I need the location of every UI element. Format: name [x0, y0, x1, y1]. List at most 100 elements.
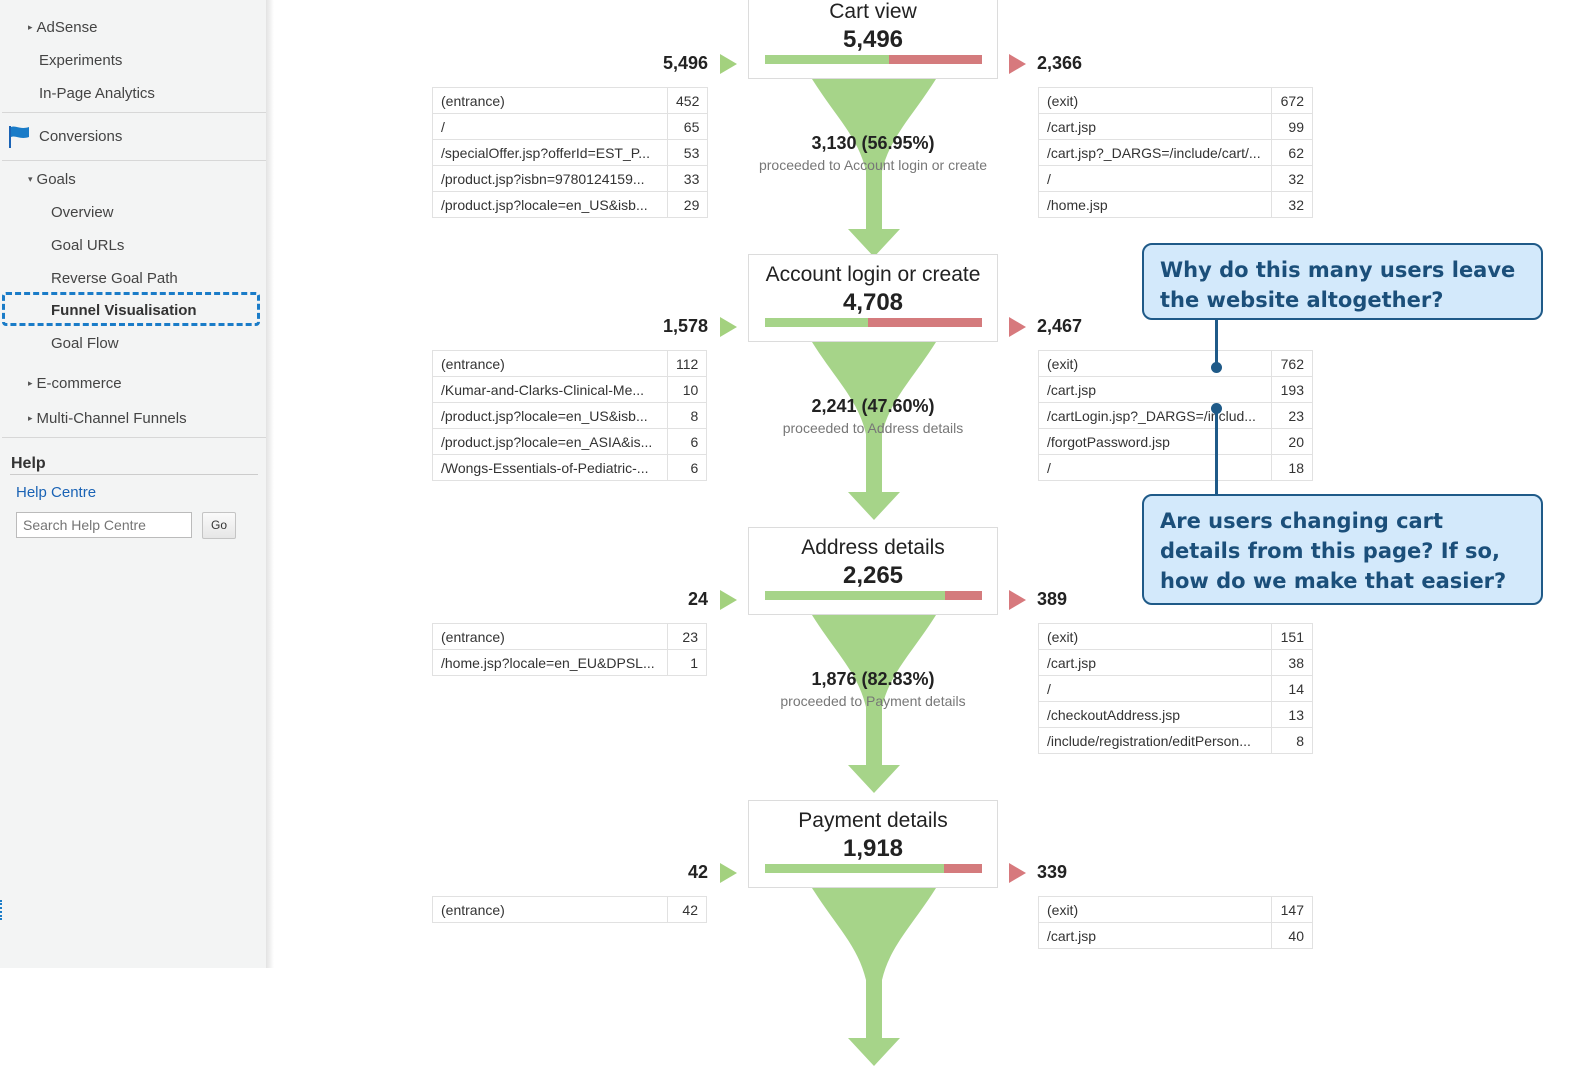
- page-path[interactable]: (exit): [1038, 623, 1272, 650]
- table-row: /home.jsp?locale=en_EU&DPSL... 1: [432, 649, 707, 676]
- page-count: 147: [1271, 896, 1313, 923]
- sidebar-item-funnel-visualisation[interactable]: Funnel Visualisation: [51, 302, 197, 319]
- page-count: 13: [1271, 701, 1313, 728]
- sidebar-item-e-commerce[interactable]: ▸E-commerce: [28, 375, 122, 392]
- table-row: /Kumar-and-Clarks-Clinical-Me... 10: [432, 376, 708, 403]
- entrance-count: 42: [687, 862, 708, 882]
- page-count: 42: [667, 896, 707, 923]
- proceeded-description: proceeded to Account login or create: [758, 157, 988, 173]
- page-path[interactable]: /: [1038, 675, 1272, 702]
- page-path[interactable]: /forgotPassword.jsp: [1038, 428, 1272, 455]
- funnel-step[interactable]: Address details 2,265: [748, 527, 998, 615]
- page-path[interactable]: /Kumar-and-Clarks-Clinical-Me...: [432, 376, 668, 403]
- exit-count: 339: [1037, 862, 1068, 882]
- sidebar-item-goals[interactable]: ▾Goals: [28, 171, 76, 188]
- page-count: 99: [1271, 113, 1313, 140]
- page-path[interactable]: /cart.jsp?_DARGS=/include/cart/...: [1038, 139, 1272, 166]
- page-path[interactable]: /home.jsp: [1038, 191, 1272, 218]
- page-path[interactable]: /cartLogin.jsp?_DARGS=/includ...: [1038, 402, 1272, 429]
- page-count: 62: [1271, 139, 1313, 166]
- table-row: /product.jsp?isbn=9780124159... 33: [432, 165, 709, 192]
- table-row: /cartLogin.jsp?_DARGS=/includ... 23: [1038, 402, 1313, 429]
- flag-icon: [9, 126, 29, 148]
- page-count: 65: [666, 113, 709, 140]
- page-path[interactable]: (entrance): [432, 87, 668, 114]
- page-count: 10: [666, 376, 708, 403]
- page-path[interactable]: (exit): [1038, 896, 1272, 923]
- step-title: Payment details: [798, 809, 948, 832]
- page-path[interactable]: /: [1038, 165, 1272, 192]
- page-path[interactable]: /product.jsp?locale=en_US&isb...: [432, 402, 668, 429]
- funnel-step[interactable]: Payment details 1,918: [748, 800, 998, 888]
- exit-table: (exit) 762 /cart.jsp 193 /cartLogin.jsp?…: [1038, 350, 1313, 481]
- funnel-step[interactable]: Account login or create 4,708: [748, 254, 998, 342]
- proceeded-description: proceeded to Payment details: [780, 693, 966, 709]
- entrance-arrow-icon: [720, 863, 737, 883]
- sidebar-item-reverse-goal-path[interactable]: Reverse Goal Path: [51, 270, 178, 287]
- exit-count: 389: [1037, 589, 1068, 609]
- page-count: 151: [1271, 623, 1313, 650]
- sidebar-item-overview[interactable]: Overview: [51, 204, 114, 221]
- sidebar-item-experiments[interactable]: Experiments: [39, 52, 123, 69]
- page-path[interactable]: /product.jsp?isbn=9780124159...: [432, 165, 668, 192]
- divider: [10, 474, 258, 475]
- sidebar-shadow: [266, 0, 274, 968]
- funnel-step[interactable]: Cart view 5,496: [748, 0, 998, 79]
- conversion-bar-fill: [765, 318, 869, 327]
- sidebar-item-multi-channel-funnels[interactable]: ▸Multi-Channel Funnels: [28, 410, 187, 427]
- sidebar-item-conversions[interactable]: Conversions: [39, 128, 123, 145]
- decorative-edge: [0, 900, 5, 920]
- page-path[interactable]: /cart.jsp: [1038, 922, 1272, 949]
- help-centre-link[interactable]: Help Centre: [16, 484, 97, 501]
- page-path[interactable]: /: [432, 113, 668, 140]
- exit-count: 2,366: [1037, 53, 1083, 73]
- proceeded-percentage: 1,876 (82.83%): [811, 669, 935, 689]
- table-row: (exit) 672: [1038, 87, 1313, 114]
- conversion-bar-fill: [765, 864, 944, 873]
- page-path[interactable]: /specialOffer.jsp?offerId=EST_P...: [432, 139, 668, 166]
- table-row: (entrance) 42: [432, 896, 707, 923]
- page-path[interactable]: /cart.jsp: [1038, 376, 1272, 403]
- page-path[interactable]: /product.jsp?locale=en_ASIA&is...: [432, 428, 668, 455]
- exit-table: (exit) 672 /cart.jsp 99 /cart.jsp?_DARGS…: [1038, 87, 1313, 218]
- page-count: 8: [666, 402, 708, 429]
- proceeded-description: proceeded to Address details: [782, 420, 964, 436]
- sidebar-item-goal-flow[interactable]: Goal Flow: [51, 335, 119, 352]
- callout-connector: [1215, 409, 1218, 495]
- sidebar-item-goal-urls[interactable]: Goal URLs: [51, 237, 125, 254]
- entrance-count: 1,578: [662, 316, 708, 336]
- page-path[interactable]: (exit): [1038, 350, 1272, 377]
- entrance-arrow-icon: [720, 317, 737, 337]
- table-row: (exit) 151: [1038, 623, 1313, 650]
- search-help-input[interactable]: [16, 512, 192, 538]
- page-path[interactable]: (entrance): [432, 350, 668, 377]
- sidebar-item-in-page-analytics[interactable]: In-Page Analytics: [39, 85, 155, 102]
- entrance-table: (entrance) 452 / 65 /specialOffer.jsp?of…: [432, 87, 709, 218]
- page-count: 452: [666, 87, 709, 114]
- page-count: 33: [666, 165, 709, 192]
- help-heading: Help: [11, 455, 46, 472]
- table-row: /home.jsp 32: [1038, 191, 1313, 218]
- table-row: /forgotPassword.jsp 20: [1038, 428, 1313, 455]
- entrance-arrow-icon: [720, 54, 737, 74]
- divider: [2, 160, 266, 161]
- table-row: / 18: [1038, 454, 1313, 481]
- page-path[interactable]: (entrance): [432, 896, 668, 923]
- page-path[interactable]: /cart.jsp: [1038, 649, 1272, 676]
- page-path[interactable]: /home.jsp?locale=en_EU&DPSL...: [432, 649, 668, 676]
- page-path[interactable]: /include/registration/editPerson...: [1038, 727, 1272, 754]
- page-count: 18: [1271, 454, 1313, 481]
- page-path[interactable]: /cart.jsp: [1038, 113, 1272, 140]
- page-path[interactable]: /Wongs-Essentials-of-Pediatric-...: [432, 454, 668, 481]
- sidebar-item-adsense[interactable]: ▸AdSense: [28, 19, 98, 36]
- conversion-bar: [765, 318, 982, 327]
- page-path[interactable]: /product.jsp?locale=en_US&isb...: [432, 191, 668, 218]
- go-button[interactable]: Go: [202, 512, 236, 539]
- page-path[interactable]: (exit): [1038, 87, 1272, 114]
- page-path[interactable]: (entrance): [432, 623, 668, 650]
- page-path[interactable]: /checkoutAddress.jsp: [1038, 701, 1272, 728]
- table-row: /cart.jsp 193: [1038, 376, 1313, 403]
- step-title: Cart view: [829, 0, 917, 23]
- conversion-bar: [765, 591, 982, 600]
- page-path[interactable]: /: [1038, 454, 1272, 481]
